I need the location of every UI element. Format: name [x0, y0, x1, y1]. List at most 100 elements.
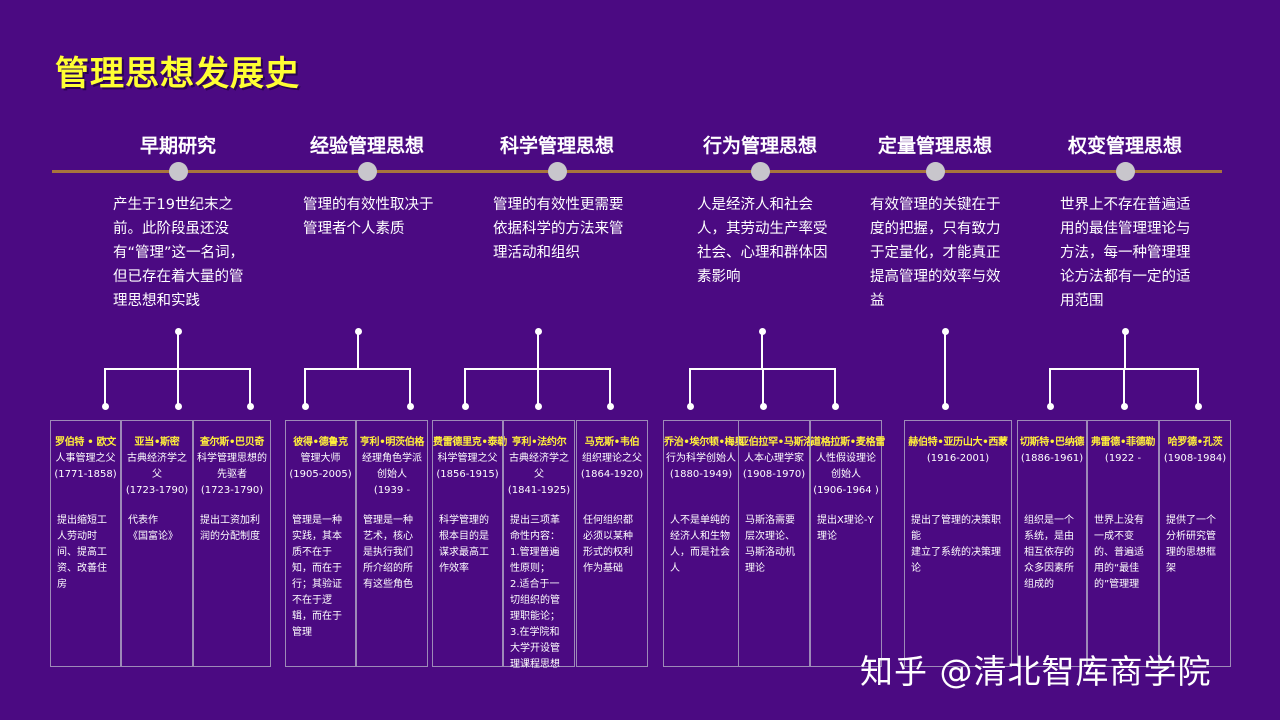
timeline-dot	[926, 162, 945, 181]
person-role: 组织理论之父	[582, 453, 642, 464]
person-description: 马斯洛需要层次理论、马斯洛动机理论	[745, 515, 795, 574]
connector-line	[305, 368, 410, 370]
person-card: 亚伯拉罕•马斯洛人本心理学家(1908-1970)马斯洛需要层次理论、马斯洛动机…	[738, 420, 813, 667]
person-description: 世界上没有一成不变的、普遍适用的“最佳的”管理理	[1094, 515, 1144, 590]
timeline-dot	[358, 162, 377, 181]
person-name: 赫伯特•亚历山大•西蒙	[908, 437, 1008, 448]
connector-node	[832, 403, 839, 410]
stage-description: 人是经济人和社会人，其劳动生产率受社会、心理和群体因素影响	[697, 197, 828, 285]
connector-node	[687, 403, 694, 410]
person-role: 管理大师	[300, 453, 341, 464]
connector-line	[537, 331, 539, 369]
person-description: 管理是一种艺术，核心是执行我们所介绍的所有这些角色	[363, 515, 413, 590]
stage-heading: 定量管理思想	[877, 135, 992, 157]
person-description: 任何组织都必须以某种形式的权利作为基础	[583, 515, 633, 574]
person-years: (1880-1949)	[669, 469, 733, 480]
person-years: (1723-1790)	[200, 485, 264, 496]
connector-line	[689, 368, 691, 406]
person-card: 亚当•斯密古典经济学之父(1723-1790)代表作 《国富论》	[121, 420, 193, 667]
connector-node	[407, 403, 414, 410]
connector-line	[834, 368, 836, 406]
connector-node	[462, 403, 469, 410]
person-years: (1771-1858)	[54, 469, 117, 480]
connector-line	[409, 368, 411, 406]
person-years: (1908-1984)	[1163, 453, 1227, 464]
timeline-dot	[548, 162, 567, 181]
stage-heading: 权变管理思想	[1067, 135, 1182, 157]
connector-node	[302, 403, 309, 410]
timeline-line	[52, 170, 1222, 173]
person-description: 提出了管理的决策职能 建立了系统的决策理论	[911, 515, 1001, 574]
person-card: 弗雷德•菲德勒 (1922 - 世界上没有一成不变的、普遍适用的“最佳的”管理理	[1087, 420, 1159, 667]
person-name: 罗伯特 • 欧文	[55, 437, 116, 448]
person-name: 道格拉斯•麦格雷	[811, 437, 885, 448]
person-name: 亚当•斯密	[134, 437, 180, 448]
person-name: 费雷德里克•泰勒	[433, 437, 507, 448]
person-name: 亚伯拉罕•马斯洛	[739, 437, 813, 448]
person-name: 亨利•法约尔	[511, 437, 567, 448]
person-card: 赫伯特•亚历山大•西蒙 (1916-2001) 提出了管理的决策职能 建立了系统的决…	[904, 420, 1012, 667]
connector-line	[464, 368, 466, 406]
person-name: 马克斯•韦伯	[584, 437, 640, 448]
person-description: 人不是单纯的经济人和生物人，而是社会人	[670, 515, 730, 574]
connector-line	[1123, 368, 1125, 406]
connector-node	[102, 403, 109, 410]
connector-line	[176, 368, 179, 406]
person-card: 乔治•埃尔顿•梅奥行为科学创始人(1880-1949)人不是单纯的经济人和生物人…	[663, 420, 744, 667]
connector-line	[761, 368, 764, 406]
person-role: 人本心理学家	[744, 453, 804, 464]
timeline-dot	[1116, 162, 1135, 181]
person-years: (1905-2005)	[289, 469, 352, 480]
person-card: 亨利•明茨伯格经理角色学派创始人 (1939 - 管理是一种艺术，核心是执行我们所介…	[356, 420, 428, 667]
connector-line	[1197, 368, 1199, 406]
person-description: 管理是一种实践，其本质不在于知，而在于行；其验证不在于逻辑，而在于管理	[292, 515, 342, 638]
person-card: 马克斯•韦伯组织理论之父 (1864-1920) 任何组织都必须以某种形式的权利作为…	[576, 420, 648, 667]
person-years: (1906-1964 )	[813, 485, 879, 496]
connector-line	[536, 368, 539, 406]
stage-heading: 经验管理思想	[309, 135, 424, 157]
connector-line	[249, 368, 251, 406]
connector-node	[534, 403, 542, 410]
connector-line	[357, 331, 359, 369]
person-card: 哈罗德•孔茨(1908-1984)提供了一个分析研究管理的思想框架	[1159, 420, 1231, 667]
person-card: 亨利•法约尔古典经济学之父 (1841-1925) 提出三项革命性内容： 1.管理普…	[503, 420, 575, 670]
stage-description: 产生于19世纪末之前。此阶段虽还没有“管理”这一名词，但已存在着大量的管理思想和…	[113, 197, 245, 309]
connector-line	[104, 368, 106, 406]
page-title: 管理思想发展史	[55, 54, 300, 94]
connector-line	[304, 368, 306, 406]
person-name: 查尔斯•巴贝奇	[199, 437, 265, 448]
stage-heading: 科学管理思想	[499, 135, 614, 157]
person-description: 提出X理论-Y理论	[817, 515, 874, 542]
person-description: 科学管理的根本目的是谋求最高工作效率	[439, 515, 489, 574]
connector-node	[1195, 403, 1202, 410]
person-role: 人性假设理论创始人	[816, 453, 876, 480]
person-years: (1864-1920)	[580, 469, 644, 480]
person-card: 切斯特•巴纳德(1886-1961)组织是一个系统，是由相互依存的众多因素所组成…	[1017, 420, 1087, 667]
person-years: (1723-1790)	[125, 485, 189, 496]
person-description: 提出缩短工人劳动时间、提高工资、改善住房	[57, 515, 107, 590]
person-years: (1886-1961)	[1020, 453, 1084, 464]
connector-node	[1121, 403, 1128, 410]
person-years: (1856-1915)	[436, 469, 499, 480]
connector-line	[609, 368, 611, 406]
connector-node	[759, 403, 767, 410]
person-name: 弗雷德•菲德勒	[1090, 437, 1156, 448]
person-name: 亨利•明茨伯格	[359, 437, 425, 448]
person-years: (1939 -	[373, 485, 411, 496]
person-role: 人事管理之父	[55, 453, 116, 464]
connector-line	[761, 331, 763, 369]
connector-node	[942, 403, 949, 410]
person-role: 古典经济学之父	[509, 453, 569, 480]
stage-description: 有效管理的关键在于度的把握，只有致力于定量化，才能真正提高管理的效率与效益	[870, 197, 1001, 309]
person-years: (1922 -	[1104, 453, 1142, 464]
person-card: 彼得•德鲁克管理大师(1905-2005)管理是一种实践，其本质不在于知，而在于…	[285, 420, 356, 667]
person-card: 道格拉斯•麦格雷人性假设理论创始人 (1906-1964 ) 提出X理论-Y理论	[810, 420, 885, 667]
person-description: 提出三项革命性内容： 1.管理普遍性原则； 2.适合于一切组织的管理职能论； 3…	[510, 515, 560, 670]
person-years: (1841-1925)	[507, 485, 571, 496]
connector-node	[607, 403, 614, 410]
timeline-dot	[169, 162, 188, 181]
person-years: (1916-2001)	[926, 453, 990, 464]
connector-line	[1049, 368, 1051, 406]
stage-heading: 早期研究	[139, 135, 216, 157]
person-role: 经理角色学派创始人	[362, 453, 422, 480]
